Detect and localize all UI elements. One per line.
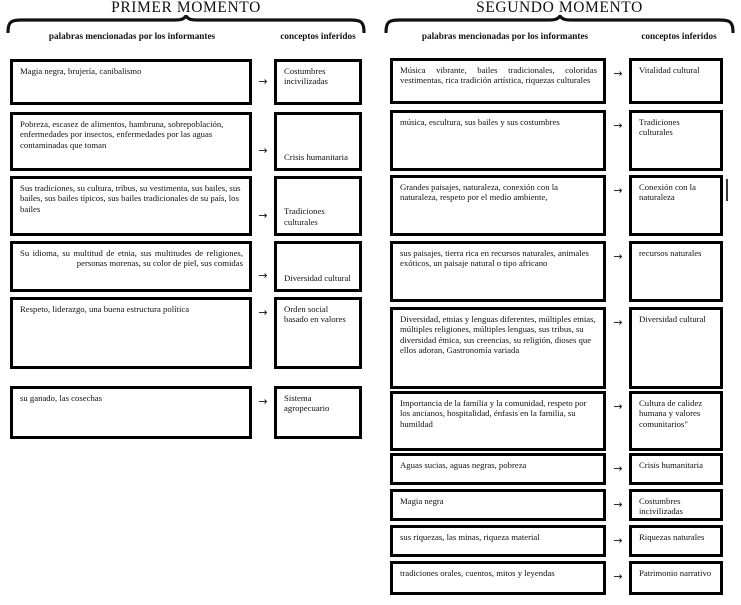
- concept-text: Tradiciones culturales: [284, 206, 325, 227]
- words-text: música, escultura, sus bailes y sus cost…: [400, 117, 560, 127]
- concept-text: Conexión con la naturaleza: [639, 182, 696, 203]
- arrow-primer-2: →: [258, 144, 268, 157]
- words-text: Grandes paisajes, naturaleza, conexión c…: [400, 182, 558, 203]
- words-box-primer-1: Magia negra, brujería, canibalismo: [12, 61, 250, 103]
- arrow-segundo-7: →: [613, 462, 623, 475]
- column-primer-momento: PRIMER MOMENTO palabras mencionadas por …: [6, 0, 366, 437]
- concept-text: Sistema agropecuario: [284, 393, 330, 414]
- words-text: Magia negra: [400, 496, 444, 506]
- concept-text: Crisis humanitaria: [284, 151, 348, 162]
- concept-text: Patrimonio narrativo: [639, 568, 712, 578]
- arrow-segundo-3: →: [613, 184, 623, 197]
- subheader-palabras-primer: palabras mencionadas por los informantes: [48, 31, 216, 41]
- words-box-segundo-9: sus riquezas, las minas, riqueza materia…: [392, 527, 604, 555]
- words-text: Aguas sucias, aguas negras, pobreza: [400, 460, 527, 470]
- concept-box-primer-4: Diversidad cultural: [276, 243, 360, 290]
- concept-box-primer-6: Sistema agropecuario: [276, 388, 360, 437]
- concept-text: Costumbres incivilizadas: [284, 66, 328, 87]
- concept-box-segundo-1: Vitalidad cultural: [631, 60, 721, 102]
- words-text: Diversidad, etnias y lenguas diferentes,…: [400, 314, 596, 356]
- concept-box-segundo-9: Riquezas naturales: [631, 527, 721, 555]
- concept-text: Cultura de calidez humana y valores comu…: [639, 398, 703, 429]
- words-box-segundo-6: Importancia de la familia y la comunidad…: [392, 393, 604, 449]
- words-box-segundo-10: tradiciones orales, cuentos, mitos y ley…: [392, 563, 604, 593]
- arrow-primer-6: →: [258, 395, 268, 408]
- arrow-segundo-9: →: [613, 534, 623, 547]
- words-box-primer-2: Pobreza, escasez de alimentos, hambruna,…: [12, 114, 250, 169]
- words-text: Respeto, liderazgo, una buena estructura…: [20, 304, 190, 314]
- concept-text: Diversidad cultural: [639, 314, 706, 324]
- concept-box-segundo-4: recursos naturales: [631, 243, 721, 300]
- words-text: Sus tradiciones, su cultura, tribus, su …: [20, 183, 241, 214]
- words-box-primer-3: Sus tradiciones, su cultura, tribus, su …: [12, 178, 250, 234]
- concept-box-segundo-2: Tradiciones culturales: [631, 112, 721, 169]
- words-text: Pobreza, escasez de alimentos, hambruna,…: [20, 119, 224, 150]
- subheader-conceptos-primer: conceptos inferidos: [280, 31, 356, 41]
- words-text: su ganado, las cosechas: [20, 393, 103, 403]
- arrow-primer-4: →: [258, 269, 268, 282]
- words-box-segundo-4: sus paisajes, tierra rica en recursos na…: [392, 243, 604, 300]
- concept-box-segundo-3: Conexión con la naturaleza: [631, 177, 721, 234]
- concept-box-segundo-7: Crisis humanitaria: [631, 455, 721, 483]
- words-text: sus riquezas, las minas, riqueza materia…: [400, 532, 540, 542]
- concept-text: Crisis humanitaria: [639, 460, 703, 470]
- scan-artifact-line: [726, 179, 728, 201]
- words-box-primer-6: su ganado, las cosechas: [12, 388, 250, 437]
- words-box-segundo-1: Música vibrante, bailes tradicionales, c…: [392, 60, 604, 102]
- words-text: Importancia de la familia y la comunidad…: [400, 398, 587, 429]
- arrow-segundo-6: →: [613, 400, 623, 413]
- concept-text: Diversidad cultural: [284, 272, 351, 283]
- concept-box-primer-3: Tradiciones culturales: [276, 178, 360, 234]
- arrow-primer-3: →: [258, 209, 268, 222]
- arrow-segundo-2: →: [613, 119, 623, 132]
- concept-text: Vitalidad cultural: [639, 65, 700, 75]
- concept-box-segundo-10: Patrimonio narrativo: [631, 563, 721, 593]
- words-text: Su idioma, su multitud de etnia, sus mul…: [20, 248, 243, 269]
- arrow-segundo-10: →: [613, 570, 623, 583]
- concept-box-segundo-5: Diversidad cultural: [631, 309, 721, 387]
- words-text: Magia negra, brujería, canibalismo: [20, 66, 142, 76]
- arrow-primer-5: →: [258, 306, 268, 319]
- words-box-segundo-5: Diversidad, etnias y lenguas diferentes,…: [392, 309, 604, 387]
- concept-box-segundo-6: Cultura de calidez humana y valores comu…: [631, 393, 721, 449]
- concept-text: Riquezas naturales: [639, 532, 705, 542]
- words-text: Música vibrante, bailes tradicionales, c…: [400, 65, 597, 86]
- words-box-segundo-7: Aguas sucias, aguas negras, pobreza: [392, 455, 604, 483]
- words-text: tradiciones orales, cuentos, mitos y ley…: [400, 568, 555, 578]
- arrow-segundo-8: →: [613, 498, 623, 511]
- subheader-conceptos-segundo: conceptos inferidos: [641, 31, 717, 41]
- concept-text: Costumbres incivilizadas: [639, 496, 683, 517]
- arrow-segundo-5: →: [613, 316, 623, 329]
- title-primer-momento: PRIMER MOMENTO: [111, 0, 261, 16]
- words-box-primer-4: Su idioma, su multitud de etnia, sus mul…: [12, 243, 250, 290]
- concept-box-primer-5: Orden social basado en valores: [276, 299, 360, 367]
- subheader-palabras-segundo: palabras mencionadas por los informantes: [421, 31, 589, 41]
- concept-text: Tradiciones culturales: [639, 117, 680, 138]
- arrow-segundo-4: →: [613, 250, 623, 263]
- arrow-segundo-1: →: [613, 67, 623, 80]
- words-box-segundo-3: Grandes paisajes, naturaleza, conexión c…: [392, 177, 604, 234]
- concept-text: Orden social basado en valores: [284, 304, 346, 325]
- concept-text: recursos naturales: [639, 248, 702, 258]
- concept-box-segundo-8: Costumbres incivilizadas: [631, 491, 721, 519]
- words-box-primer-5: Respeto, liderazgo, una buena estructura…: [12, 299, 250, 367]
- words-text: sus paisajes, tierra rica en recursos na…: [400, 248, 589, 269]
- words-box-segundo-8: Magia negra: [392, 491, 604, 519]
- column-segundo-momento: SEGUNDO MOMENTO palabras mencionadas por…: [378, 0, 741, 605]
- arrow-primer-1: →: [258, 75, 268, 88]
- words-box-segundo-2: música, escultura, sus bailes y sus cost…: [392, 112, 604, 169]
- concept-box-primer-2: Crisis humanitaria: [276, 114, 360, 169]
- title-segundo-momento: SEGUNDO MOMENTO: [476, 0, 643, 16]
- concept-box-primer-1: Costumbres incivilizadas: [276, 61, 360, 103]
